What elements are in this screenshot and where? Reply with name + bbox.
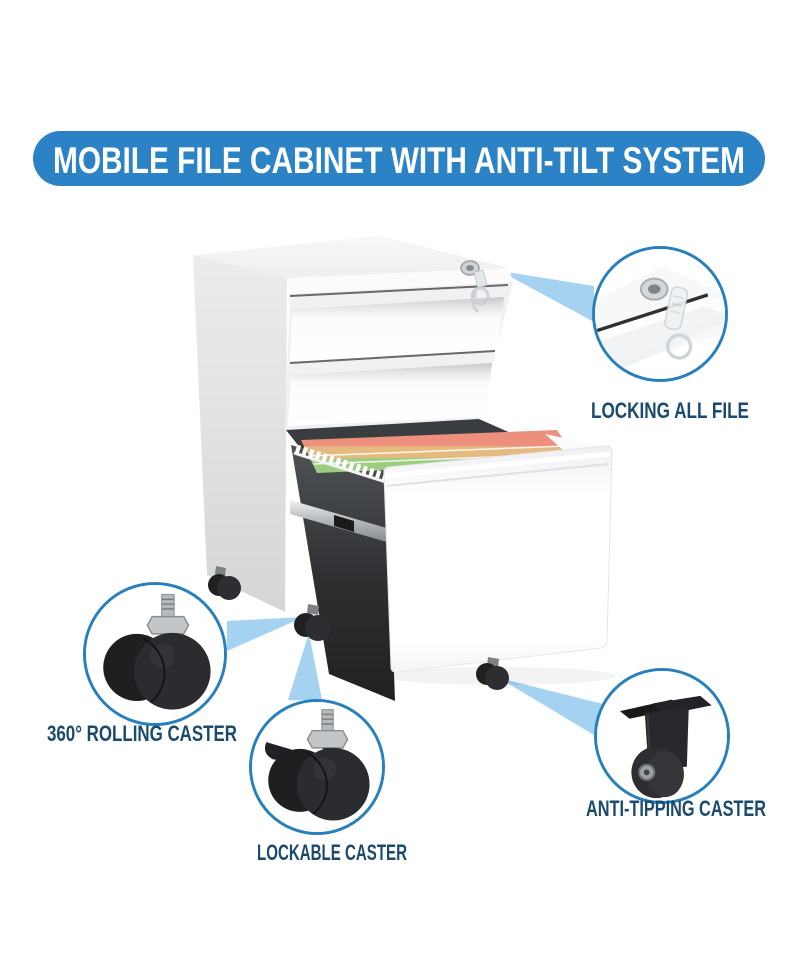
twin-wheel-caster-icon (86, 585, 224, 723)
title-banner-textbox: MOBILE FILE CABINET WITH ANTI-TILT SYSTE… (53, 140, 745, 181)
open-drawer-lip-highlight (384, 451, 611, 479)
slide-rail-bracket (334, 515, 354, 532)
title-banner: MOBILE FILE CABINET WITH ANTI-TILT SYSTE… (33, 131, 765, 186)
lock-and-key-icon (595, 249, 725, 379)
open-drawer-lip-shadow (385, 463, 610, 487)
file-divider-line (308, 445, 567, 457)
callout-rolling-caster (83, 582, 227, 726)
anti-tipping-caster-icon (597, 671, 727, 801)
cabinet-top (193, 236, 509, 278)
drawer-1-front (290, 297, 504, 362)
pointer-from-lockable-caster (288, 633, 322, 700)
callout-lockable-caster (249, 699, 385, 835)
drawer-gap-line-2 (289, 350, 496, 364)
pointer-to-lock (500, 271, 594, 322)
pointer-to-right-caster (499, 678, 603, 738)
callout-locking-all-file (592, 246, 728, 382)
label-rolling-caster: 360° ROLLING CASTER (47, 721, 237, 746)
caster-rear-left (208, 566, 241, 600)
cabinet-side-panel (193, 255, 287, 612)
pointer-to-left-caster (227, 617, 304, 651)
label-lockable-caster: LOCKABLE CASTER (257, 840, 407, 865)
cabinet-top-edge (287, 268, 513, 294)
svg-text:LOCKING ALL FILE: LOCKING ALL FILE (591, 398, 749, 423)
file-hanging-rail (294, 444, 393, 484)
caster-front-left (294, 604, 331, 641)
label-anti-tipping-caster: ANTI-TIPPING CASTER (586, 796, 766, 821)
pointer-wedges (227, 271, 603, 738)
callout-anti-tipping-caster (594, 668, 730, 804)
svg-text:LOCKABLE CASTER: LOCKABLE CASTER (257, 840, 407, 865)
label-locking-all-file: LOCKING ALL FILE (591, 398, 749, 423)
title-banner-text: MOBILE FILE CABINET WITH ANTI-TILT SYSTE… (53, 140, 745, 181)
drawer-gap-line-1 (289, 284, 509, 297)
svg-text:360° ROLLING CASTER: 360° ROLLING CASTER (47, 721, 237, 746)
lock-and-keys (460, 260, 490, 313)
lockable-twin-wheel-caster-icon (252, 702, 382, 832)
caster-front-right (476, 657, 509, 690)
open-drawer-front (383, 445, 613, 673)
file-cabinet (193, 236, 615, 701)
svg-text:ANTI-TIPPING CASTER: ANTI-TIPPING CASTER (586, 796, 766, 821)
drawer-2-front (288, 363, 492, 426)
file-hanging-rail-edge (293, 451, 390, 485)
